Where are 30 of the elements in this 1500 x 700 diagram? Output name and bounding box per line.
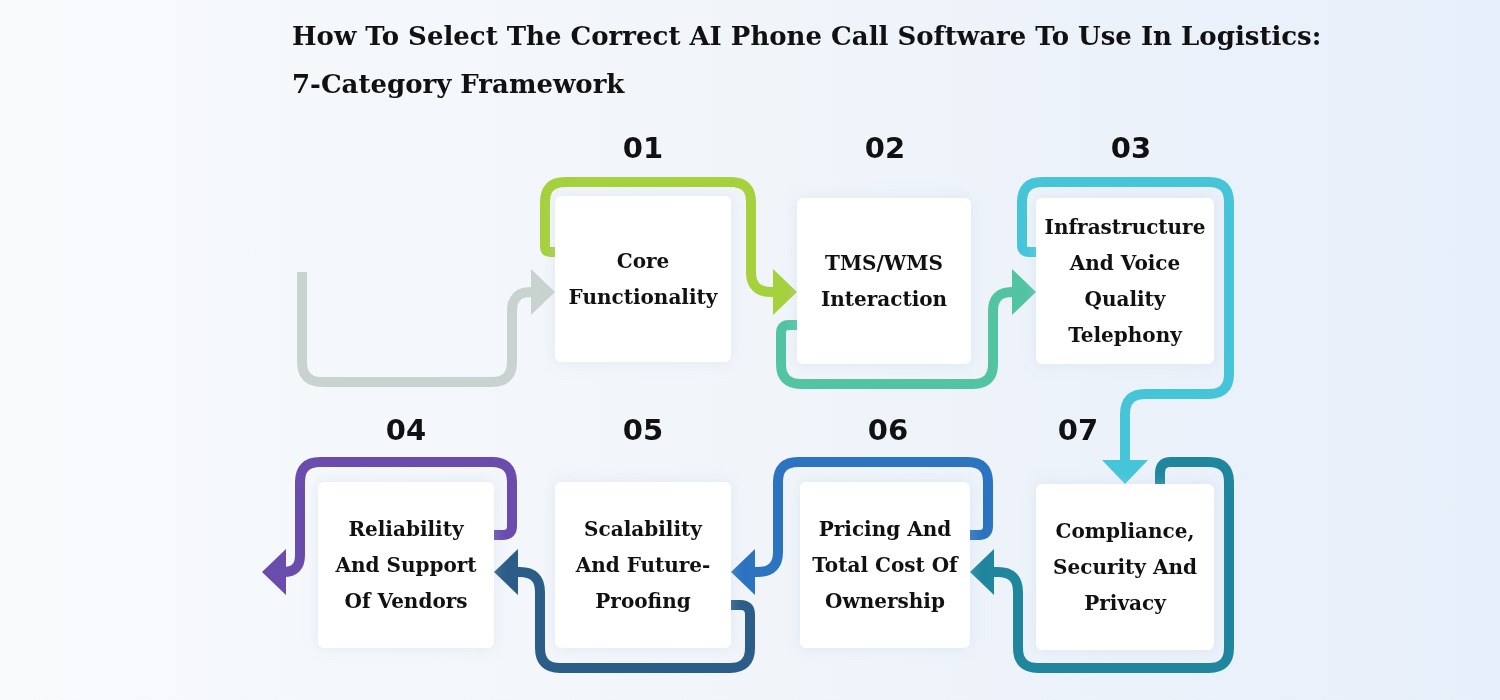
flow-arrow xyxy=(1017,177,1234,484)
flow-arrow xyxy=(297,269,555,387)
step-label: Core Functionality xyxy=(567,248,719,311)
flow-arrow xyxy=(494,549,755,673)
step-label: Pricing And Total Cost Of Ownership xyxy=(811,516,960,615)
step-label: TMS/WMS Interaction xyxy=(819,250,949,313)
step-card xyxy=(1036,198,1214,364)
step-number: 01 xyxy=(622,130,664,166)
step-card xyxy=(555,196,731,362)
step-card xyxy=(318,482,494,648)
step-number: 07 xyxy=(1057,412,1099,448)
step-card xyxy=(797,198,971,364)
step-card xyxy=(800,482,970,648)
flow-arrow xyxy=(262,457,517,595)
flow-arrow xyxy=(731,457,993,595)
step-number: 04 xyxy=(385,412,427,448)
step-number: 03 xyxy=(1110,130,1152,166)
flow-arrow xyxy=(540,177,797,315)
step-label: Compliance, Security And Privacy xyxy=(1052,518,1198,617)
flow-arrow xyxy=(970,457,1234,673)
step-label: Scalability And Future-Proofing xyxy=(574,516,712,615)
step-label: Infrastructure And Voice Quality Telephony xyxy=(1043,214,1207,349)
step-number: 02 xyxy=(864,130,906,166)
step-number: 06 xyxy=(867,412,909,448)
step-card xyxy=(1036,484,1214,650)
step-number: 05 xyxy=(622,412,664,448)
title: How To Select The Correct AI Phone Call Software To Use In Logistics: 7-Category Framework xyxy=(292,20,1323,101)
flow-arrow xyxy=(776,269,1036,389)
step-card xyxy=(555,482,731,648)
step-label: Reliability And Support Of Vendors xyxy=(334,516,478,615)
